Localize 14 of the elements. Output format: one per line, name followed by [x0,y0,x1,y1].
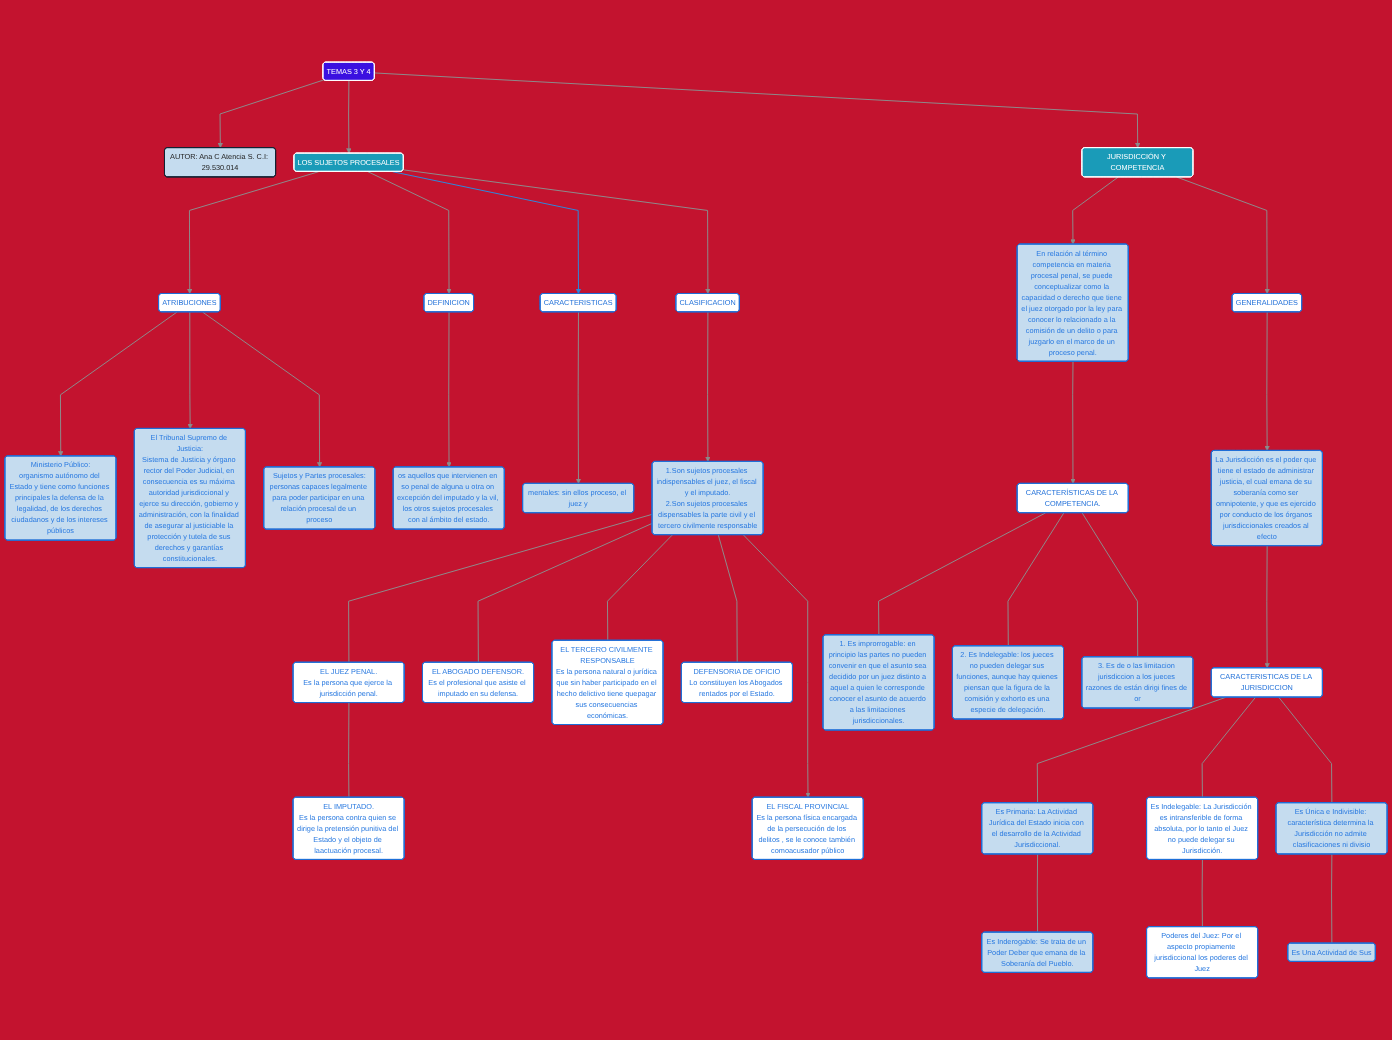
connector [477,522,653,664]
connector [607,534,673,642]
connector [1331,853,1333,944]
connector [1007,512,1065,647]
connector [348,702,350,798]
connector [1081,512,1139,658]
connector [1036,696,1227,804]
connector [348,513,653,664]
connector [1201,696,1256,798]
connector [717,534,738,664]
connector [878,512,1046,636]
connector [1278,696,1333,804]
connector [1036,853,1039,933]
connector [1201,859,1203,928]
